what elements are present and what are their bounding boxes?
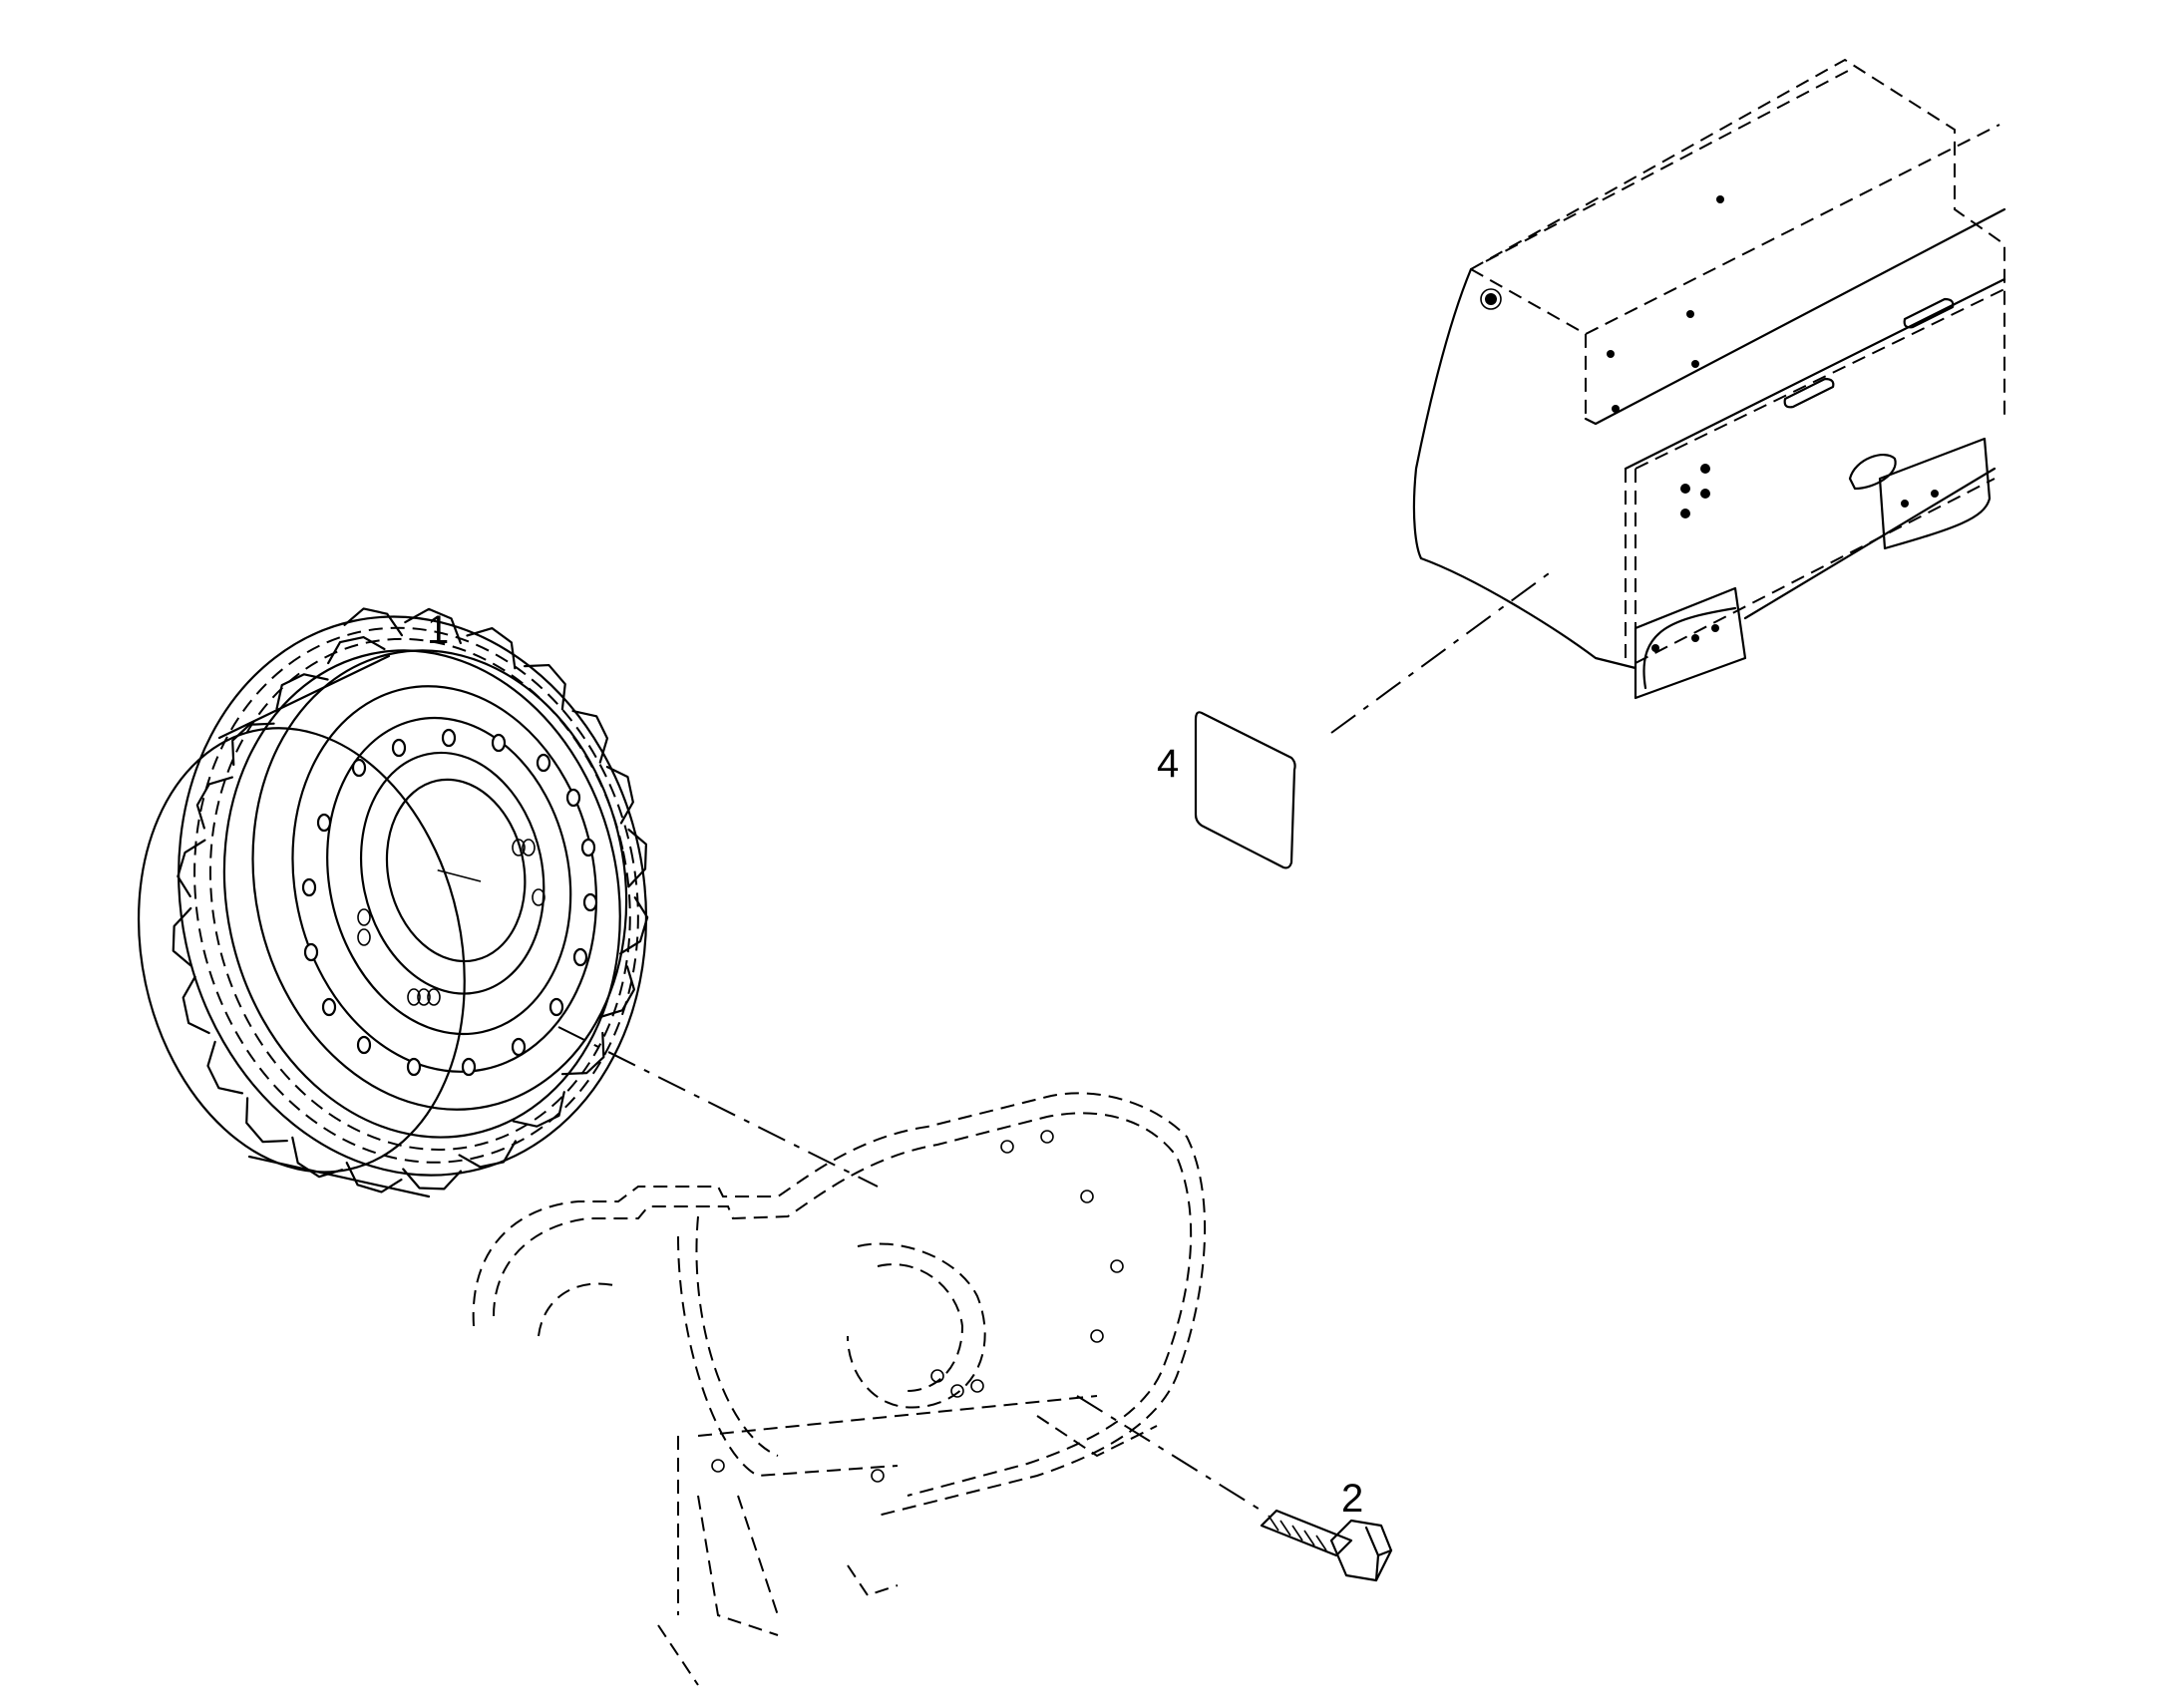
flange-bolt-holes <box>301 728 598 1077</box>
track-frame-phantom <box>472 1092 1207 1686</box>
cover-plate <box>1194 711 1296 869</box>
hex-bolt <box>1260 1509 1393 1582</box>
callout-part-2: 2 <box>1341 1477 1364 1521</box>
assembly-leader-lines <box>557 567 1557 1512</box>
callout-part-4: 4 <box>1157 742 1180 786</box>
drive-sprocket-motor <box>137 607 649 1198</box>
callout-part-1: 1 <box>427 608 450 652</box>
sprocket-teeth <box>172 607 649 1194</box>
machine-body <box>1412 58 2006 700</box>
